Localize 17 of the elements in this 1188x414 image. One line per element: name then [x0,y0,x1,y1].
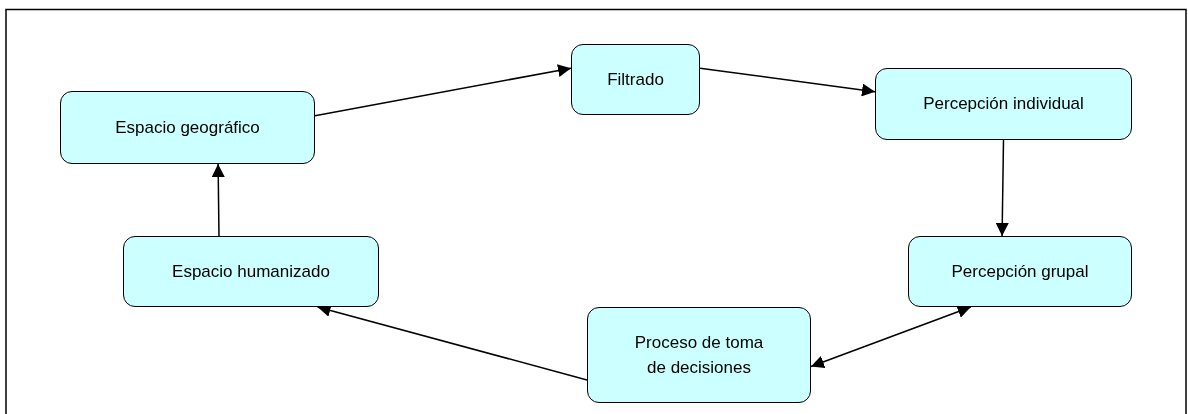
arrow [810,305,972,369]
box-label: Proceso de toma de decisiones [633,331,765,379]
process-box [875,68,1132,140]
box-label: Espacio geográfico [115,116,260,139]
box-label: Filtrado [607,68,664,91]
process-box [123,236,379,307]
process-box [571,44,700,115]
box-label: Percepción grupal [951,260,1089,283]
box-label: Espacio humanizado [172,260,330,283]
box-label: Percepción individual [923,93,1084,116]
arrow [699,67,876,97]
arrow [995,139,1009,237]
process-box [908,236,1132,307]
process-box [587,307,811,403]
arrow [314,64,572,117]
arrow [211,163,225,237]
process-box [60,91,315,164]
